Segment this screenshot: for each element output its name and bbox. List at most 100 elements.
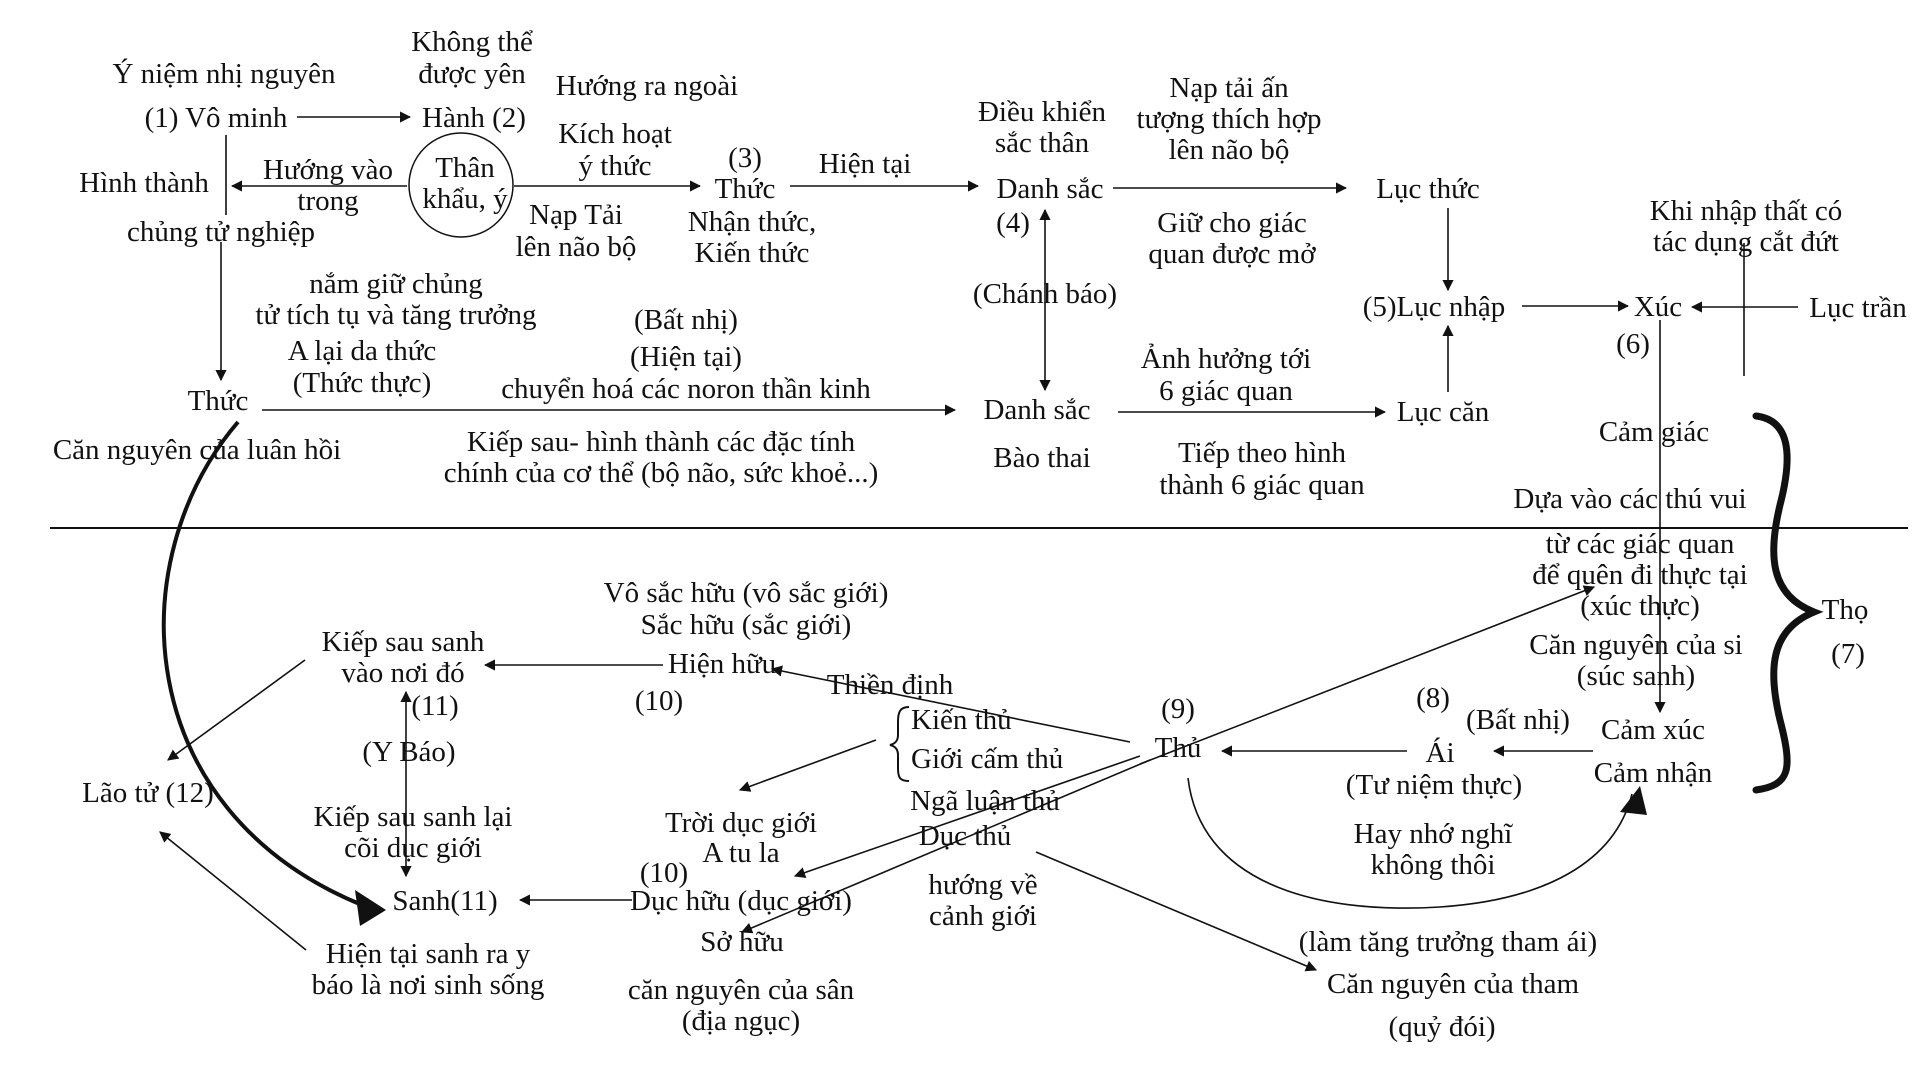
label-can-nguyen-luan-hoi: Căn nguyên của luân hồi <box>53 434 341 466</box>
label-sac-huu: Sắc hữu (sắc giới) <box>641 609 852 641</box>
label-tho: Thọ <box>1822 594 1869 626</box>
label-num6: (6) <box>1616 328 1650 360</box>
label-anh-huong-2: 6 giác quan <box>1159 375 1293 407</box>
node-danh-sac-top: Danh sắc <box>996 173 1103 205</box>
curve-thuc-to-sanh <box>161 420 363 907</box>
node-duc-huu: Dục hữu (dục giới) <box>630 885 852 917</box>
label-a-lai-1: A lại da thức <box>288 335 437 367</box>
node-than-2: khẩu, ý <box>422 183 508 215</box>
node-thuc-3: Thức <box>715 173 776 205</box>
arrowhead-cam-nhan <box>1620 786 1647 815</box>
label-kiep-sau-sanh-2: vào nơi đó <box>341 657 464 689</box>
label-tu-niem-thuc: (Tư niệm thực) <box>1346 769 1522 801</box>
label-can-nguyen-san-1: căn nguyên của sân <box>628 974 855 1006</box>
label-a-tu-la: A tu la <box>702 837 779 869</box>
label-nam-giu-1: nắm giữ chủng <box>309 268 483 300</box>
node-cam-xuc: Cảm xúc <box>1601 714 1705 746</box>
brace-tho <box>1752 412 1824 794</box>
label-num10b: (10) <box>640 857 688 889</box>
label-nap-tai-an-1: Nạp tải ấn <box>1169 72 1289 104</box>
label-nhan-thuc-1: Nhận thức, <box>688 206 816 238</box>
label-huong-ve-2: cảnh giới <box>929 900 1037 932</box>
label-nhan-thuc-2: Kiến thức <box>695 237 810 269</box>
label-giu-2: quan được mở <box>1148 238 1316 270</box>
node-luc-can: Lục căn <box>1397 396 1490 428</box>
label-huong-vao-2: trong <box>297 185 358 217</box>
node-than-1: Thân <box>435 152 495 184</box>
label-dieu-khien-1: Điều khiển <box>978 96 1107 128</box>
label-kien-thu: Kiến thủ <box>911 704 1012 736</box>
label-quy-doi: (quỷ đói) <box>1388 1011 1495 1043</box>
label-kiep-sau-lai-1: Kiếp sau sanh lại <box>314 801 513 833</box>
label-troi-duc-gioi: Trời dục giới <box>665 807 817 839</box>
node-ai: Ái <box>1426 736 1455 769</box>
label-nga-luan-thu: Ngã luận thủ <box>910 785 1060 817</box>
label-khong-the-2: được yên <box>418 58 526 90</box>
node-so-huu: Sở hữu <box>700 926 783 958</box>
label-kich-hoat-2: ý thức <box>579 150 652 182</box>
arrow-kiep-sau-to-lao-tu <box>167 659 306 761</box>
label-kiep-sau-2: chính của cơ thể (bộ não, sức khoẻ...) <box>444 457 879 489</box>
label-num11a: (11) <box>411 690 458 722</box>
label-nap-tai-an-3: lên não bộ <box>1169 134 1290 166</box>
label-tiep-theo-1: Tiếp theo hình <box>1178 437 1347 469</box>
label-tiep-theo-2: thành 6 giác quan <box>1159 469 1365 501</box>
label-hinh-thanh: Hình thành <box>79 167 209 199</box>
label-num10a: (10) <box>635 685 683 717</box>
label-y-niem: Ý niệm nhị nguyên <box>112 57 336 90</box>
label-tu-cac-2: để quên đi thực tại <box>1532 559 1747 591</box>
label-cam-giac: Cảm giác <box>1599 416 1709 448</box>
node-hanh: Hành (2) <box>422 102 526 134</box>
node-sanh: Sanh(11) <box>392 885 497 917</box>
label-thien-dinh: Thiền định <box>827 669 954 701</box>
node-lao-tu: Lão tử (12) <box>82 777 214 809</box>
label-dua-vao: Dựa vào các thú vui <box>1513 483 1746 515</box>
label-nap-tai-1: Nạp Tải <box>529 199 623 231</box>
label-nap-tai-2: lên não bộ <box>516 231 637 263</box>
label-huong-ve-1: hướng về <box>928 869 1037 901</box>
label-huong-ra-ngoai: Hướng ra ngoài <box>556 70 738 102</box>
arrows-upper <box>215 111 1798 714</box>
node-vo-minh: (1) Vô minh <box>145 102 288 134</box>
label-giu-1: Giữ cho giác <box>1157 207 1306 239</box>
label-chuyen-hoa: chuyển hoá các noron thần kinh <box>501 373 871 405</box>
arrow-thu-to-so-huu <box>740 759 1151 934</box>
brace-kien-thu <box>889 706 910 782</box>
label-num3: (3) <box>728 142 762 174</box>
label-y-bao: (Y Báo) <box>362 736 455 768</box>
label-khi-nhap-2: tác dụng cắt đứt <box>1653 226 1839 258</box>
label-bat-nhi-top: (Bất nhị) <box>634 304 738 336</box>
curve-hay-nho-nghi <box>1187 777 1633 909</box>
label-can-nguyen-san-2: (địa ngục) <box>682 1005 800 1037</box>
label-lam-tang: (làm tăng trưởng tham ái) <box>1299 926 1597 958</box>
label-bao-thai: Bào thai <box>993 442 1090 474</box>
label-chanh-bao: (Chánh báo) <box>973 278 1117 310</box>
label-kich-hoat-1: Kích hoạt <box>558 118 672 150</box>
label-can-nguyen-tham: Căn nguyên của tham <box>1327 968 1580 1000</box>
node-xuc: Xúc <box>1634 291 1682 323</box>
label-hay-nho-2: không thôi <box>1371 849 1496 881</box>
label-num4: (4) <box>996 207 1030 239</box>
label-bat-nhi-bottom: (Bất nhị) <box>1466 704 1570 736</box>
label-can-nguyen-si-2: (súc sanh) <box>1577 660 1695 692</box>
label-hien-tai-sanh-2: báo là nơi sinh sống <box>312 969 545 1001</box>
arrow-kien-thu-to-troi <box>738 739 877 792</box>
label-duc-thu: Dục thủ <box>919 820 1012 852</box>
node-hien-huu: Hiện hữu <box>668 648 776 680</box>
label-kiep-sau-lai-2: cõi dục giới <box>344 832 482 864</box>
label-gioi-cam-thu: Giới cấm thủ <box>911 743 1063 775</box>
arrow-thu-to-hien-huu <box>770 665 1131 743</box>
label-nap-tai-an-2: tượng thích hợp <box>1137 103 1322 135</box>
label-num8: (8) <box>1416 682 1450 714</box>
label-nam-giu-2: tử tích tụ và tăng trưởng <box>255 299 536 331</box>
arrow-duc-thu-to-tham <box>1035 851 1318 972</box>
arrowhead-sanh <box>355 890 386 926</box>
label-hien-tai-top: Hiện tại <box>819 148 912 180</box>
node-thu: Thủ <box>1155 732 1202 764</box>
label-kiep-sau-1: Kiếp sau- hình thành các đặc tính <box>467 426 856 458</box>
label-khong-the-1: Không thể <box>411 26 533 58</box>
label-anh-huong-1: Ảnh hưởng tới <box>1141 343 1311 375</box>
label-chung-tu-nghiep: chủng tử nghiệp <box>127 216 315 248</box>
label-num7: (7) <box>1831 638 1865 670</box>
